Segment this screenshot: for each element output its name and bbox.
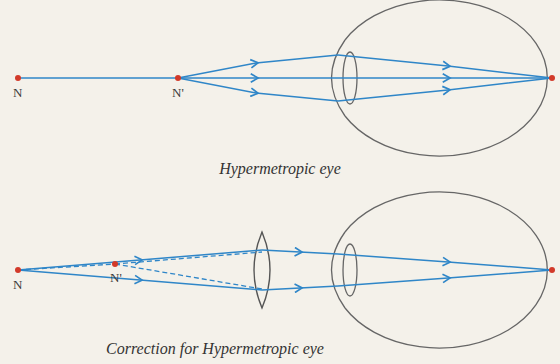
rays-bottom: [18, 250, 552, 290]
convex-lens: [254, 232, 270, 308]
virtual-rays: [18, 252, 262, 289]
points-bottom: [15, 261, 555, 273]
figure-caption: Hypermetropic eye: [219, 160, 341, 178]
points-top: [15, 75, 555, 81]
rays-top: [18, 55, 552, 101]
figure-caption: Correction for Hypermetropic eye: [106, 340, 324, 358]
point-label: N': [172, 86, 184, 100]
eyeball-bottom: [332, 192, 548, 348]
point-label: N: [13, 86, 22, 100]
point-label: N: [13, 278, 22, 292]
point-label: N': [110, 271, 122, 285]
